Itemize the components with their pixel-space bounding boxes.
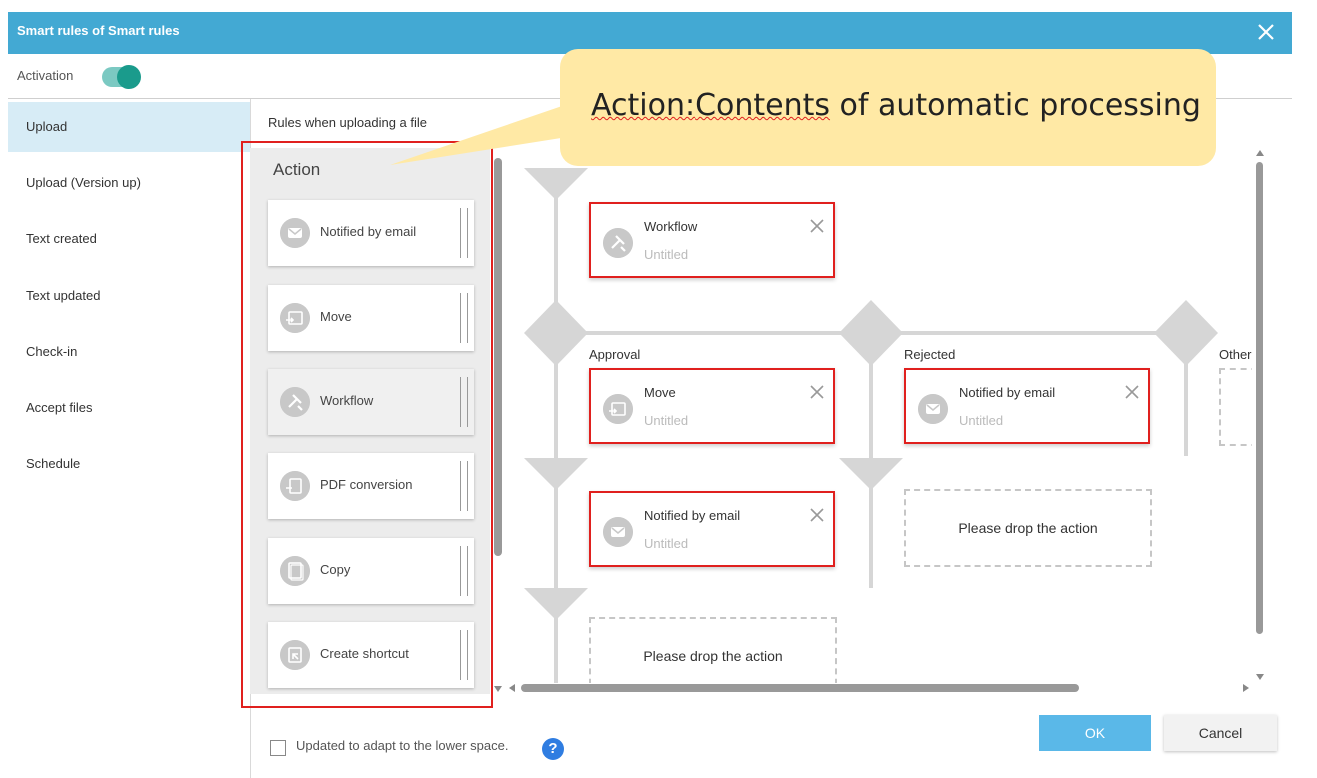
- sidebar-item-label: Upload: [26, 119, 68, 134]
- scroll-down-icon[interactable]: [492, 682, 504, 694]
- remove-icon[interactable]: [809, 507, 825, 523]
- flow-card-notified-by-email[interactable]: Notified by email Untitled: [904, 368, 1150, 444]
- workflow-icon: [280, 387, 310, 417]
- action-item-create-shortcut[interactable]: Create shortcut: [268, 622, 474, 688]
- canvas-horizontal-scrollbar[interactable]: [521, 684, 1079, 692]
- flow-card-move[interactable]: Move Untitled: [589, 368, 835, 444]
- scroll-right-icon[interactable]: [1240, 682, 1252, 694]
- move-icon: [280, 303, 310, 333]
- drag-handle[interactable]: [460, 630, 468, 680]
- drop-zone-rejected[interactable]: Please drop the action: [904, 489, 1152, 567]
- help-icon[interactable]: ?: [542, 738, 564, 760]
- action-panel-scrollbar[interactable]: [494, 158, 502, 556]
- shortcut-icon: [280, 640, 310, 670]
- flow-card-subtitle: Untitled: [644, 413, 689, 428]
- flow-card-title: Workflow: [644, 219, 698, 234]
- flow-card-subtitle: Untitled: [644, 536, 689, 551]
- flow-card-subtitle: Untitled: [644, 247, 689, 262]
- rules-label: Rules when uploading a file: [268, 115, 427, 130]
- action-panel-title: Action: [273, 160, 321, 179]
- flow-card-workflow[interactable]: Workflow Untitled: [589, 202, 835, 278]
- pdf-icon: [280, 471, 310, 501]
- sidebar-item-upload-version-up[interactable]: Upload (Version up): [8, 158, 250, 208]
- sidebar-item-label: Text created: [26, 231, 97, 246]
- action-panel-highlight: [241, 141, 493, 708]
- workflow-icon: [603, 228, 633, 258]
- sidebar-item-schedule[interactable]: Schedule: [8, 439, 250, 489]
- dialog-title: Smart rules of Smart rules: [17, 23, 180, 38]
- action-item-copy[interactable]: Copy: [268, 538, 474, 604]
- branch-label-other: Other: [1219, 347, 1252, 362]
- envelope-icon: [603, 517, 633, 547]
- remove-icon[interactable]: [809, 384, 825, 400]
- drop-zone-other[interactable]: [1219, 368, 1252, 446]
- sidebar-item-label: Upload (Version up): [26, 175, 141, 190]
- dialog-header: [8, 12, 1292, 54]
- action-item-label: Workflow: [320, 393, 374, 408]
- branch-label-rejected: Rejected: [904, 347, 956, 362]
- action-item-pdf-conversion[interactable]: PDF conversion: [268, 453, 474, 519]
- sidebar-item-label: Schedule: [26, 456, 81, 471]
- action-item-notified-by-email[interactable]: Notified by email: [268, 200, 474, 266]
- callout-prefix: Action:: [591, 88, 696, 123]
- annotation-callout: [560, 49, 1216, 166]
- envelope-icon: [918, 394, 948, 424]
- action-item-label: Create shortcut: [320, 646, 409, 661]
- flow-canvas: Workflow Untitled Approval Rejected Othe…: [508, 148, 1252, 683]
- callout-text: Action:Contents of automatic processing: [591, 88, 1201, 123]
- callout-underlined: Contents: [695, 88, 831, 123]
- flow-card-title: Notified by email: [644, 508, 741, 523]
- sidebar-item-accept-files[interactable]: Accept files: [8, 383, 250, 433]
- drag-handle[interactable]: [460, 461, 468, 511]
- action-item-label: Notified by email: [320, 224, 417, 239]
- drag-handle[interactable]: [460, 293, 468, 343]
- action-item-label: Copy: [320, 562, 351, 577]
- callout-suffix: of automatic processing: [830, 88, 1201, 123]
- sidebar-item-check-in[interactable]: Check-in: [8, 327, 250, 377]
- flow-connectors: [524, 168, 1218, 683]
- scroll-up-icon[interactable]: [1254, 148, 1266, 160]
- copy-icon: [280, 556, 310, 586]
- drop-zone-text: Please drop the action: [958, 520, 1098, 536]
- close-icon[interactable]: [1254, 20, 1278, 44]
- action-item-move[interactable]: Move: [268, 285, 474, 351]
- envelope-icon: [280, 218, 310, 248]
- adapt-lower-space-checkbox[interactable]: [270, 740, 286, 756]
- checkbox-label: Updated to adapt to the lower space.: [296, 738, 509, 753]
- remove-icon[interactable]: [809, 218, 825, 234]
- ok-button[interactable]: OK: [1039, 715, 1151, 751]
- branch-label-approval: Approval: [589, 347, 641, 362]
- action-item-label: PDF conversion: [320, 477, 413, 492]
- flow-card-title: Notified by email: [959, 385, 1056, 400]
- callout-pointer: [390, 105, 580, 165]
- sidebar-item-text-updated[interactable]: Text updated: [8, 271, 250, 321]
- sidebar-item-label: Text updated: [26, 288, 101, 303]
- flow-card-subtitle: Untitled: [959, 413, 1004, 428]
- action-item-label: Move: [320, 309, 352, 324]
- drag-handle[interactable]: [460, 208, 468, 258]
- scroll-left-icon[interactable]: [506, 682, 518, 694]
- canvas-vertical-scrollbar[interactable]: [1256, 162, 1263, 634]
- drop-zone-approval[interactable]: Please drop the action: [589, 617, 837, 683]
- sidebar-item-label: Check-in: [26, 344, 78, 359]
- drag-handle[interactable]: [460, 546, 468, 596]
- drag-handle[interactable]: [460, 377, 468, 427]
- sidebar-item-upload[interactable]: Upload: [8, 102, 250, 152]
- sidebar-item-text-created[interactable]: Text created: [8, 214, 250, 264]
- sidebar-item-label: Accept files: [26, 400, 93, 415]
- cancel-button[interactable]: Cancel: [1164, 715, 1277, 751]
- scroll-down-icon[interactable]: [1254, 670, 1266, 682]
- activation-toggle-knob[interactable]: [117, 65, 141, 89]
- flow-card-notified-by-email[interactable]: Notified by email Untitled: [589, 491, 835, 567]
- drop-zone-text: Please drop the action: [643, 648, 783, 664]
- activation-label: Activation: [17, 68, 74, 83]
- flow-card-title: Move: [644, 385, 676, 400]
- move-icon: [603, 394, 633, 424]
- action-item-workflow[interactable]: Workflow: [268, 369, 474, 435]
- remove-icon[interactable]: [1124, 384, 1140, 400]
